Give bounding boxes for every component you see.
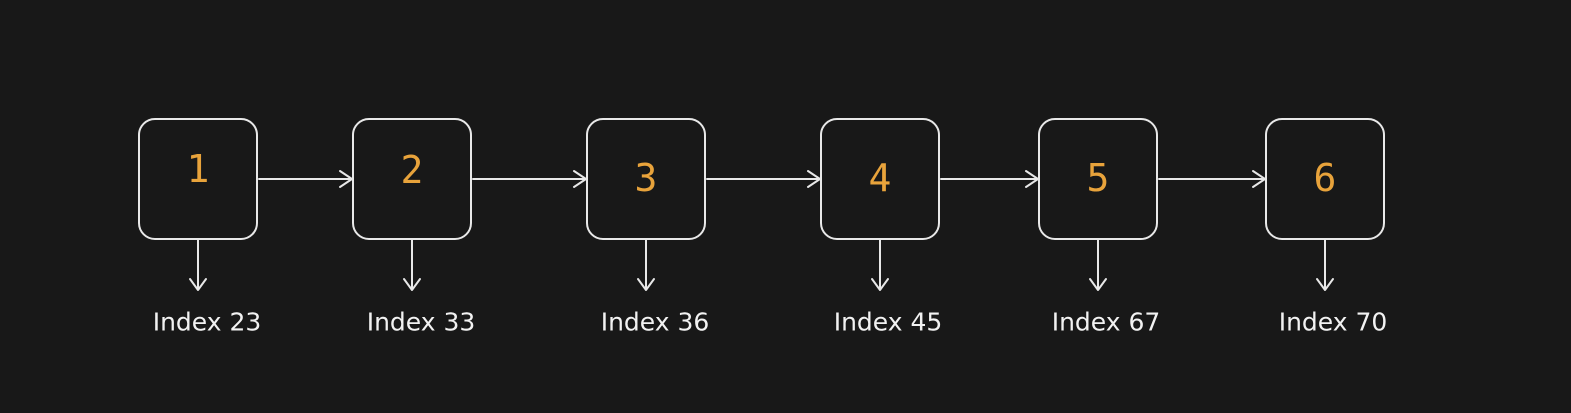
down-arrow-icon xyxy=(1089,238,1107,291)
node-number: 6 xyxy=(1314,156,1337,200)
index-label: Index 67 xyxy=(1052,308,1161,337)
down-arrow-icon xyxy=(637,238,655,291)
next-arrow-icon xyxy=(1158,170,1266,188)
index-label: Index 70 xyxy=(1279,308,1388,337)
down-arrow-icon xyxy=(403,238,421,291)
index-label: Index 36 xyxy=(601,308,710,337)
down-arrow-icon xyxy=(189,238,207,291)
next-arrow-icon xyxy=(472,170,587,188)
index-label: Index 45 xyxy=(834,308,943,337)
node-number: 4 xyxy=(869,156,892,200)
next-arrow-icon xyxy=(940,170,1039,188)
down-arrow-icon xyxy=(871,238,889,291)
node-number: 5 xyxy=(1087,156,1110,200)
next-arrow-icon xyxy=(258,170,353,188)
down-arrow-icon xyxy=(1316,238,1334,291)
node-number: 2 xyxy=(401,148,424,192)
node-number: 1 xyxy=(187,147,210,191)
next-arrow-icon xyxy=(706,170,821,188)
index-label: Index 33 xyxy=(367,308,476,337)
node-number: 3 xyxy=(635,156,658,200)
index-label: Index 23 xyxy=(153,308,262,337)
